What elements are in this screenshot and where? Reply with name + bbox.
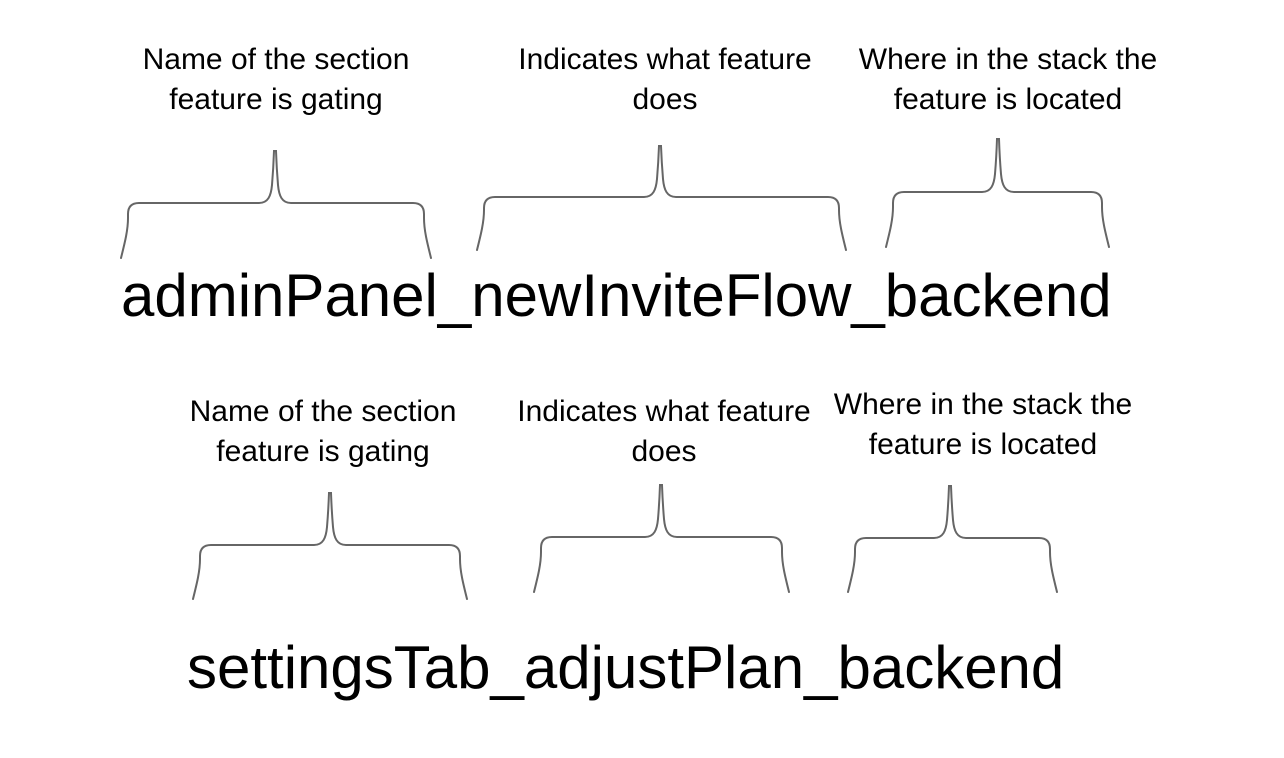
annotation-feature-action: Indicates what feature does <box>518 43 812 116</box>
flag-name: adminPanel_newInviteFlow_backend <box>121 262 1112 329</box>
brace-section-name <box>120 150 432 259</box>
annotation-stack-location: Where in the stack the feature is locate… <box>833 388 1133 461</box>
brace-feature-action <box>476 145 847 251</box>
brace-stack-location <box>885 138 1110 248</box>
flag-name: settingsTab_adjustPlan_backend <box>187 634 1065 701</box>
annotation-section-name: Name of the section feature is gating <box>189 395 457 468</box>
annotation-section-name: Name of the section feature is gating <box>142 43 410 116</box>
annotation-stack-location: Where in the stack the feature is locate… <box>858 43 1158 116</box>
brace-stack-location <box>847 485 1058 593</box>
brace-section-name <box>192 492 468 600</box>
annotation-feature-action: Indicates what feature does <box>517 395 811 468</box>
brace-feature-action <box>533 484 790 593</box>
